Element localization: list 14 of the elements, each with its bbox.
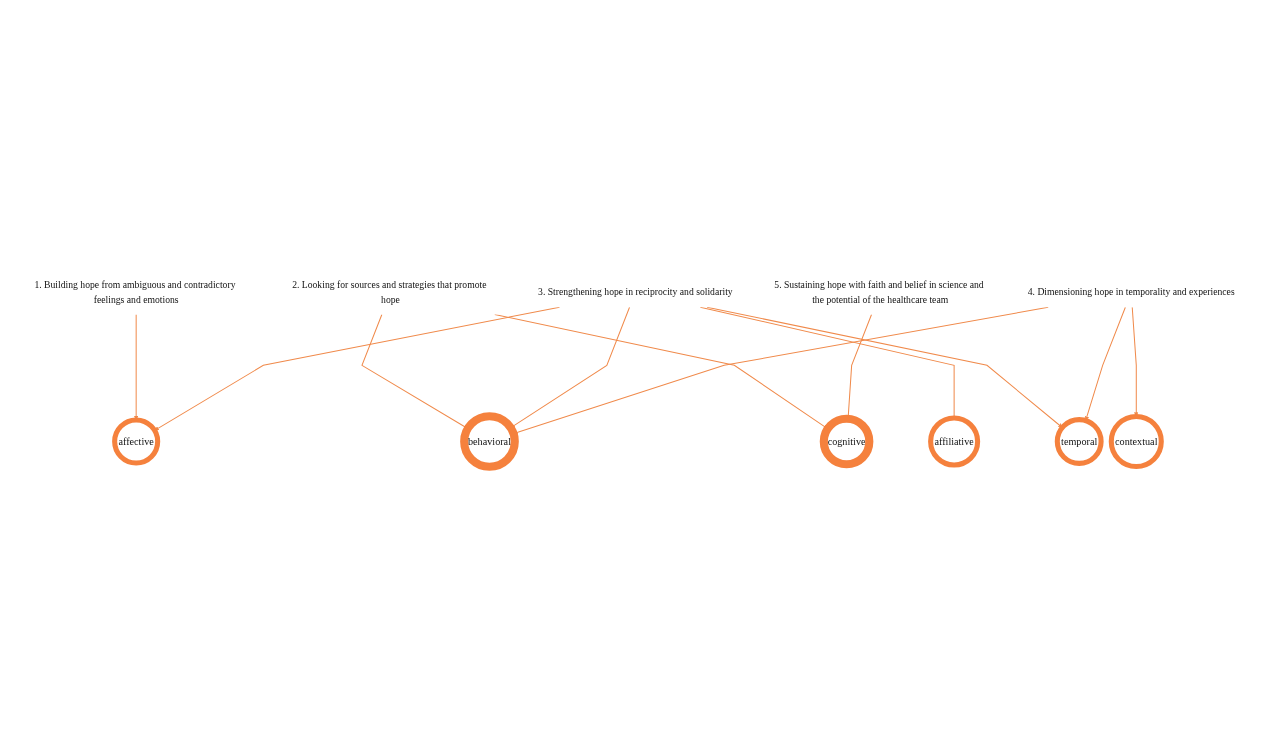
node-text: 1. Building hope from ambiguous and contradictory feelings and emotions: [34, 279, 236, 305]
arrow: [154, 306, 561, 431]
arrow: [1084, 306, 1126, 421]
node-text: 4. Dimensioning hope in temporality and experiences: [1027, 286, 1235, 298]
node-text: 3. Strengthening hope in reciprocity and solidarity: [538, 286, 733, 298]
node-text: 5. Sustaining hope with faith and belief in science and the potential of the healthcare team: [774, 279, 984, 305]
node-circle: cognitive: [819, 414, 874, 469]
arrow: [706, 306, 1063, 428]
node-circle: behavioral: [460, 412, 519, 471]
node-circle: temporal: [1054, 417, 1104, 466]
node-text: 2. Looking for sources and strategies that promote hope: [292, 279, 487, 305]
node-circle: affiliative: [928, 415, 981, 468]
node-circle: contextual: [1108, 413, 1164, 470]
node-circle: affective: [112, 417, 161, 466]
